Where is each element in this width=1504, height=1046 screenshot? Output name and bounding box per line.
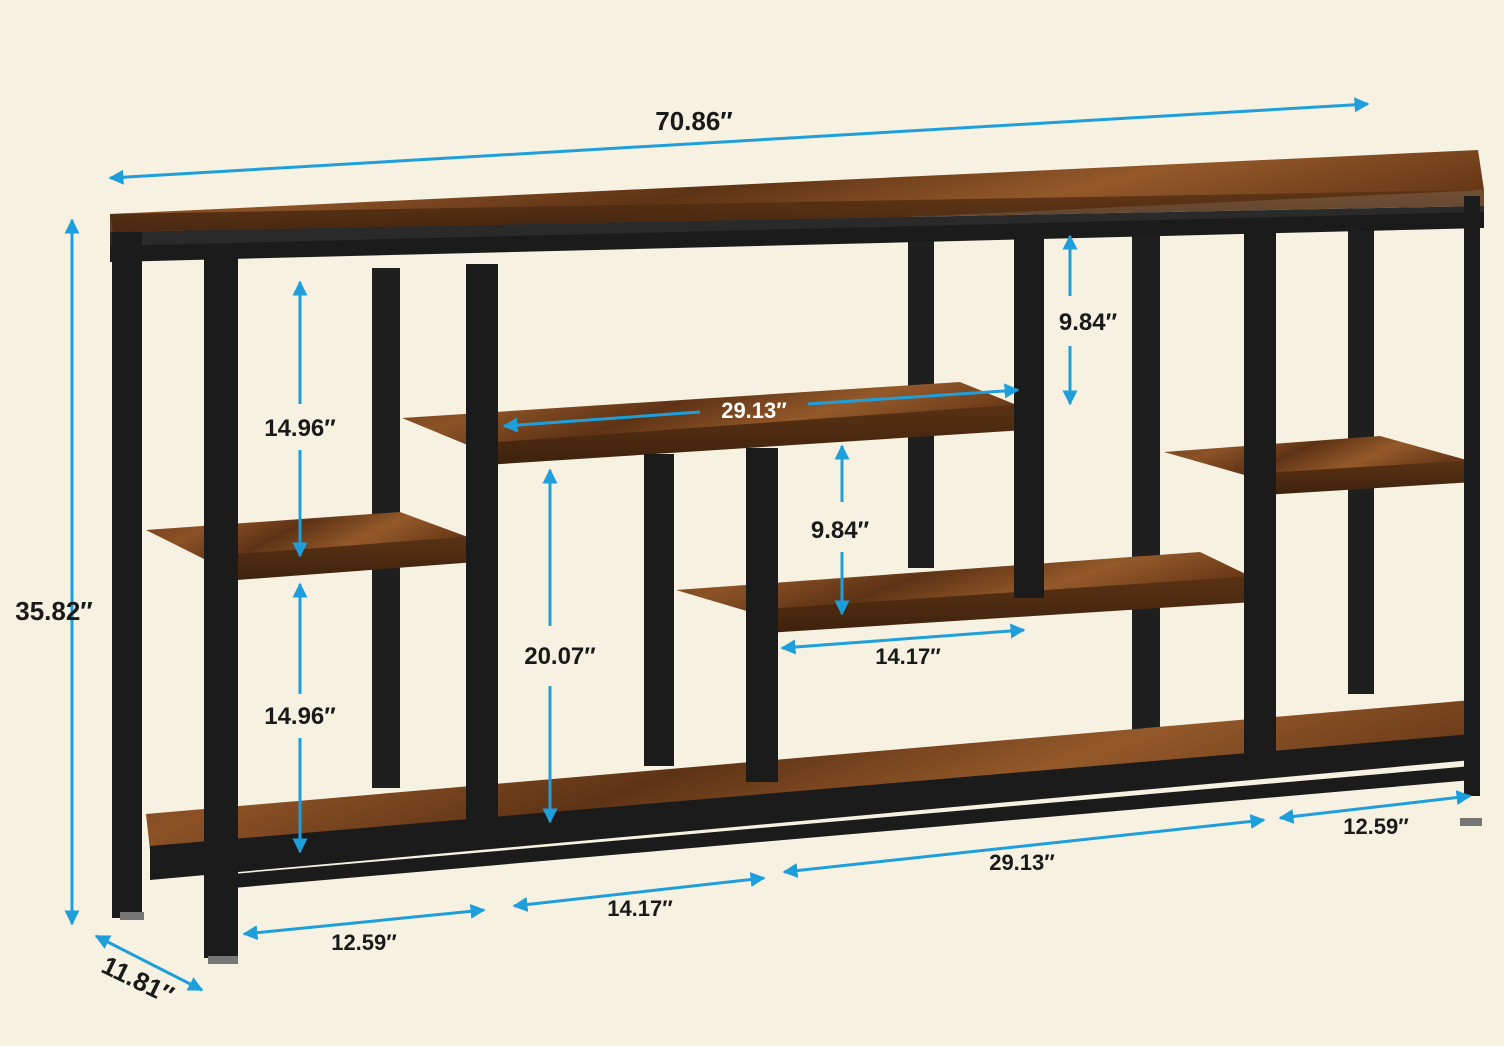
left-lower-gap-label: 14.96″ <box>264 703 336 730</box>
center-top-shelf-width-label: 29.13″ <box>721 398 787 423</box>
center-top-width-arrow-b <box>807 383 1020 406</box>
center-lower-height-label: 20.07″ <box>524 643 596 670</box>
dimension-labels: 70.86″ 35.82″ 11.81″ 14.96″ 14.96″ 29.13… <box>15 106 1409 1010</box>
bottom-left-arrow <box>242 903 486 941</box>
left-shelf <box>146 512 476 582</box>
center-top-shelf <box>402 382 1024 466</box>
dimension-arrows <box>64 97 1472 992</box>
bottom-center-right-section-label: 29.13″ <box>989 850 1055 875</box>
right-shelf <box>1164 436 1474 496</box>
overall-width-label: 70.86″ <box>655 106 733 136</box>
bottom-right-section-label: 12.59″ <box>1343 814 1409 839</box>
bottom-right-arrow <box>1278 790 1472 824</box>
right-top-gap-label: 9.84″ <box>1059 309 1118 336</box>
overall-height-label: 35.82″ <box>15 596 93 626</box>
center-lower-shelf-width-label: 14.17″ <box>875 644 941 669</box>
bottom-center-left-arrow <box>512 872 766 912</box>
bottom-center-left-section-label: 14.17″ <box>607 896 673 921</box>
console-table <box>110 150 1484 964</box>
bottom-center-right-arrow <box>782 813 1266 879</box>
depth-arrow <box>94 934 204 992</box>
back-frame <box>372 214 1374 788</box>
left-upper-gap-label: 14.96″ <box>264 415 336 442</box>
center-upper-gap-label: 9.84″ <box>811 517 870 544</box>
center-lower-width-arrow <box>780 623 1026 655</box>
center-lower-shelf <box>676 552 1254 634</box>
front-frame <box>112 196 1480 958</box>
bottom-left-section-label: 12.59″ <box>331 930 397 955</box>
overall-width-arrow <box>108 97 1370 185</box>
center-top-width-arrow <box>502 410 701 433</box>
